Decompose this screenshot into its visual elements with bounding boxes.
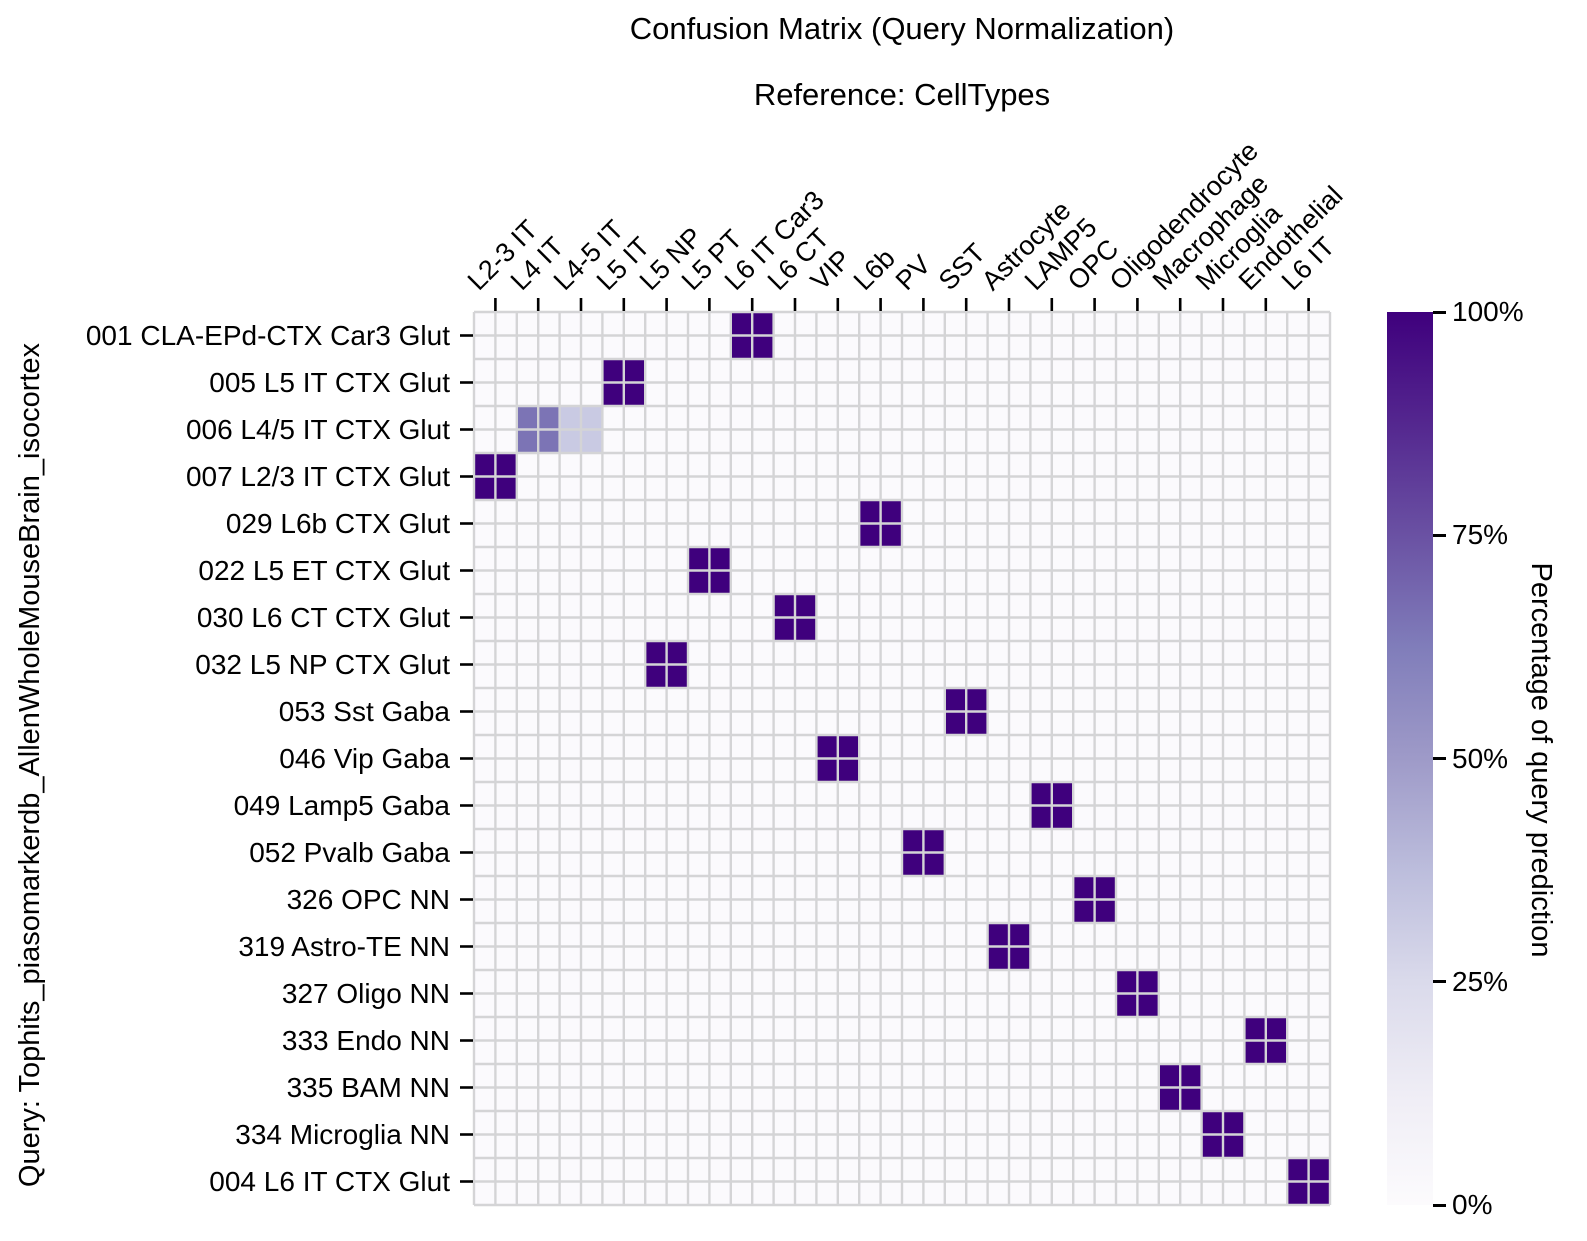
colorbar-label: Percentage of query prediction (1525, 562, 1557, 958)
row-label: 052 Pvalb Gaba (249, 836, 450, 868)
heatmap-grid (460, 298, 1332, 1207)
row-label: 022 L5 ET CTX Glut (198, 554, 450, 586)
col-label: L6b (847, 242, 901, 296)
colorbar-tick-label: 0% (1452, 1189, 1493, 1220)
colorbar-tick-label: 75% (1452, 519, 1509, 551)
colorbar-tick-label: 50% (1452, 742, 1509, 774)
row-label: 053 Sst Gaba (278, 695, 450, 727)
colorbar-tick-label: 25% (1452, 965, 1509, 997)
row-label: 007 L2/3 IT CTX Glut (185, 460, 450, 492)
row-label: 046 Vip Gaba (279, 742, 450, 774)
row-label: 030 L6 CT CTX Glut (196, 601, 450, 633)
row-label: 004 L6 IT CTX Glut (209, 1165, 450, 1197)
row-label: 333 Endo NN (281, 1024, 450, 1056)
row-label: 001 CLA-EPd-CTX Car3 Glut (85, 319, 450, 351)
colorbar-tick-label: 100% (1452, 296, 1524, 327)
row-label: 334 Microglia NN (235, 1118, 450, 1150)
row-label: 327 Oligo NN (281, 977, 450, 1009)
row-label: 006 L4/5 IT CTX Glut (185, 413, 450, 445)
chart-subtitle: Reference: CellTypes (753, 77, 1051, 112)
colorbar-tickmark (1433, 533, 1446, 537)
row-label: 326 OPC NN (286, 883, 450, 915)
chart-title: Confusion Matrix (Query Normalization) (629, 11, 1175, 46)
colorbar-tickmark (1433, 1203, 1446, 1207)
row-label: 005 L5 IT CTX Glut (209, 366, 450, 398)
colorbar-tickmark (1433, 980, 1446, 984)
colorbar-tickmark (1433, 757, 1446, 760)
colorbar-gradient (1387, 312, 1433, 1205)
row-label: 032 L5 NP CTX Glut (195, 648, 450, 680)
row-label: 049 Lamp5 Gaba (233, 789, 450, 821)
colorbar-tickmark (1433, 310, 1446, 314)
row-label: 029 L6b CTX Glut (225, 507, 450, 539)
col-label: PV (890, 249, 937, 296)
row-label: 319 Astro-TE NN (238, 930, 450, 962)
row-label: 335 BAM NN (286, 1071, 450, 1103)
